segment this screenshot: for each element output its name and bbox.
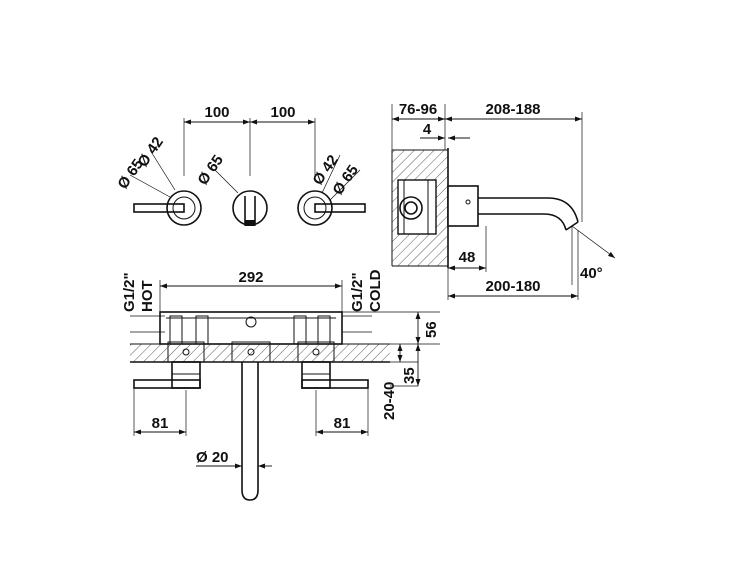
front-right-81: 81 [334, 415, 351, 432]
side-reach-top: 208-188 [485, 101, 540, 118]
front-spout-diam: Ø 20 [196, 449, 229, 466]
center-rosette [232, 190, 268, 226]
hot-label: HOT [139, 280, 156, 312]
cold-label: COLD [367, 269, 384, 312]
side-spout [447, 185, 579, 231]
side-valve-body [397, 179, 437, 235]
front-right-handle [301, 361, 369, 389]
center-diam: Ø 65 [194, 152, 227, 188]
front-overall-width: 292 [238, 269, 263, 286]
side-reach-bottom: 200-180 [485, 278, 540, 295]
front-left-81: 81 [152, 415, 169, 432]
top-view: 100 100 Ø 42 Ø 65 Ø 65 Ø 42 Ø 65 [114, 104, 366, 226]
front-view: 292 G1/2" HOT G1/2" COLD [121, 269, 440, 501]
side-angle: 40° [580, 265, 603, 282]
front-height-56: 56 [423, 321, 440, 338]
side-wall-range: 76-96 [399, 101, 437, 118]
front-left-handle [133, 361, 201, 389]
left-handle-rosette [133, 190, 202, 226]
top-spacing-right: 100 [270, 104, 295, 121]
side-body-depth: 48 [459, 249, 476, 266]
front-height-35: 35 [401, 367, 418, 384]
front-height-20-40: 20-40 [381, 382, 398, 420]
top-spacing-left: 100 [204, 104, 229, 121]
front-valve-body [159, 311, 343, 345]
side-offset: 4 [423, 121, 432, 138]
hot-thread: G1/2" [121, 272, 138, 312]
side-view: 40° 76-96 208-188 4 48 200-180 [391, 101, 616, 300]
right-handle-rosette [297, 190, 366, 226]
front-spout [241, 362, 259, 501]
cold-thread: G1/2" [349, 272, 366, 312]
